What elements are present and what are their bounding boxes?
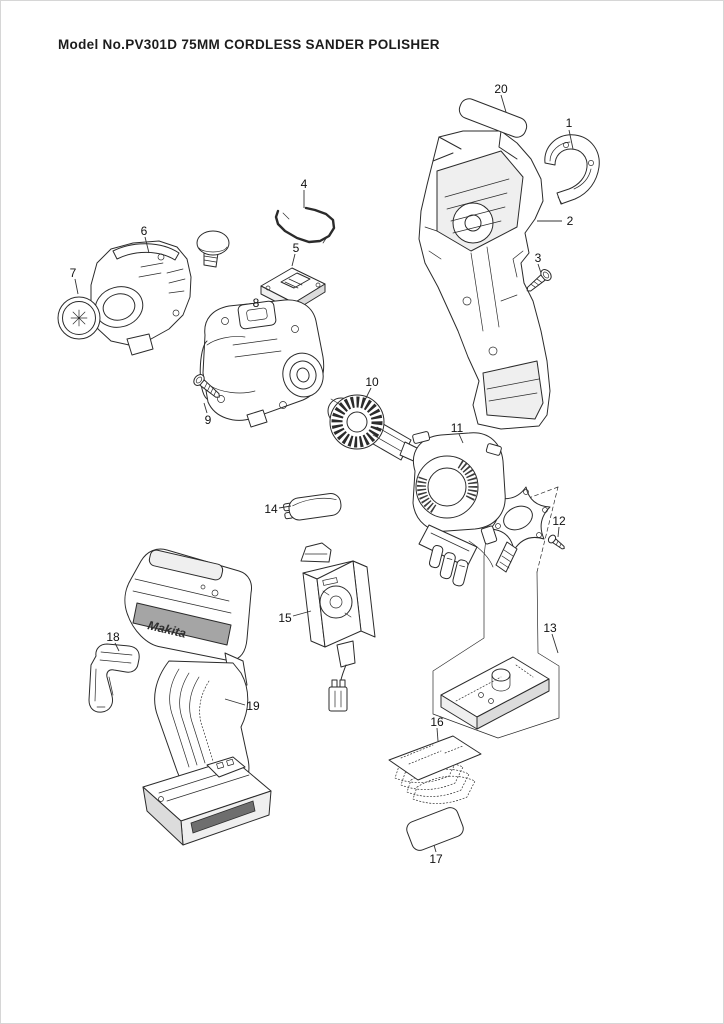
callout-7: 7 bbox=[70, 266, 77, 280]
part-8-drawing bbox=[199, 299, 325, 428]
part-7-drawing bbox=[57, 296, 101, 340]
callout-12: 12 bbox=[552, 514, 566, 528]
part-2-drawing bbox=[418, 130, 551, 430]
part-12-drawing bbox=[547, 534, 565, 550]
callout-5: 5 bbox=[293, 241, 300, 255]
callout-labels: 1 2 3 4 5 6 7 8 9 10 11 12 13 14 bbox=[70, 82, 574, 866]
leader-line-1 bbox=[568, 129, 574, 150]
callout-1: 1 bbox=[566, 116, 573, 130]
leader-line-7 bbox=[74, 278, 79, 295]
part-17-drawing bbox=[406, 807, 464, 851]
page-title: Model No.PV301D 75MM CORDLESS SANDER POL… bbox=[58, 37, 440, 52]
part-19-drawing: Makita bbox=[124, 548, 272, 846]
leader-line-15 bbox=[292, 610, 312, 617]
part-14-drawing bbox=[283, 493, 342, 521]
callout-15: 15 bbox=[278, 611, 292, 625]
callout-8: 8 bbox=[253, 296, 260, 310]
part-10-drawing bbox=[327, 394, 426, 464]
part-16-drawing bbox=[388, 735, 482, 804]
callout-17: 17 bbox=[429, 852, 443, 866]
leader-line-9 bbox=[203, 402, 208, 414]
leader-line-19 bbox=[224, 698, 246, 706]
leader-line-10 bbox=[363, 387, 372, 403]
leader-line-13 bbox=[551, 633, 559, 654]
part-9-drawing bbox=[193, 374, 220, 398]
callout-18: 18 bbox=[106, 630, 120, 644]
callout-16: 16 bbox=[430, 715, 444, 729]
leader-line-11 bbox=[458, 433, 464, 444]
leader-line-3 bbox=[537, 263, 542, 274]
leader-line-14 bbox=[278, 505, 292, 509]
callout-10: 10 bbox=[365, 375, 379, 389]
callout-14: 14 bbox=[264, 502, 278, 516]
part-4-drawing bbox=[274, 206, 336, 244]
callout-20: 20 bbox=[494, 82, 508, 96]
part-11-drawing bbox=[412, 431, 506, 587]
leader-line-16 bbox=[436, 727, 439, 742]
part-1-drawing bbox=[544, 134, 600, 205]
leader-line-17 bbox=[433, 844, 437, 853]
callout-9: 9 bbox=[205, 413, 212, 427]
part-15-drawing bbox=[300, 542, 376, 712]
leader-line-5 bbox=[291, 253, 296, 267]
part-6-drawing bbox=[90, 240, 192, 356]
callout-4: 4 bbox=[301, 177, 308, 191]
leader-line-20 bbox=[500, 94, 507, 113]
clamp-knob-drawing bbox=[196, 230, 230, 268]
callout-6: 6 bbox=[141, 224, 148, 238]
callout-2: 2 bbox=[567, 214, 574, 228]
leader-line-12 bbox=[557, 526, 560, 538]
leader-line-6 bbox=[144, 236, 150, 254]
callout-13: 13 bbox=[543, 621, 557, 635]
part-3-drawing bbox=[526, 269, 552, 292]
part-18-drawing bbox=[88, 643, 140, 713]
callout-11: 11 bbox=[451, 421, 464, 435]
part-13-drawing bbox=[432, 486, 560, 739]
callout-19: 19 bbox=[246, 699, 260, 713]
part-20-drawing bbox=[458, 98, 528, 138]
callout-3: 3 bbox=[535, 251, 542, 265]
leader-line-18 bbox=[114, 642, 120, 652]
